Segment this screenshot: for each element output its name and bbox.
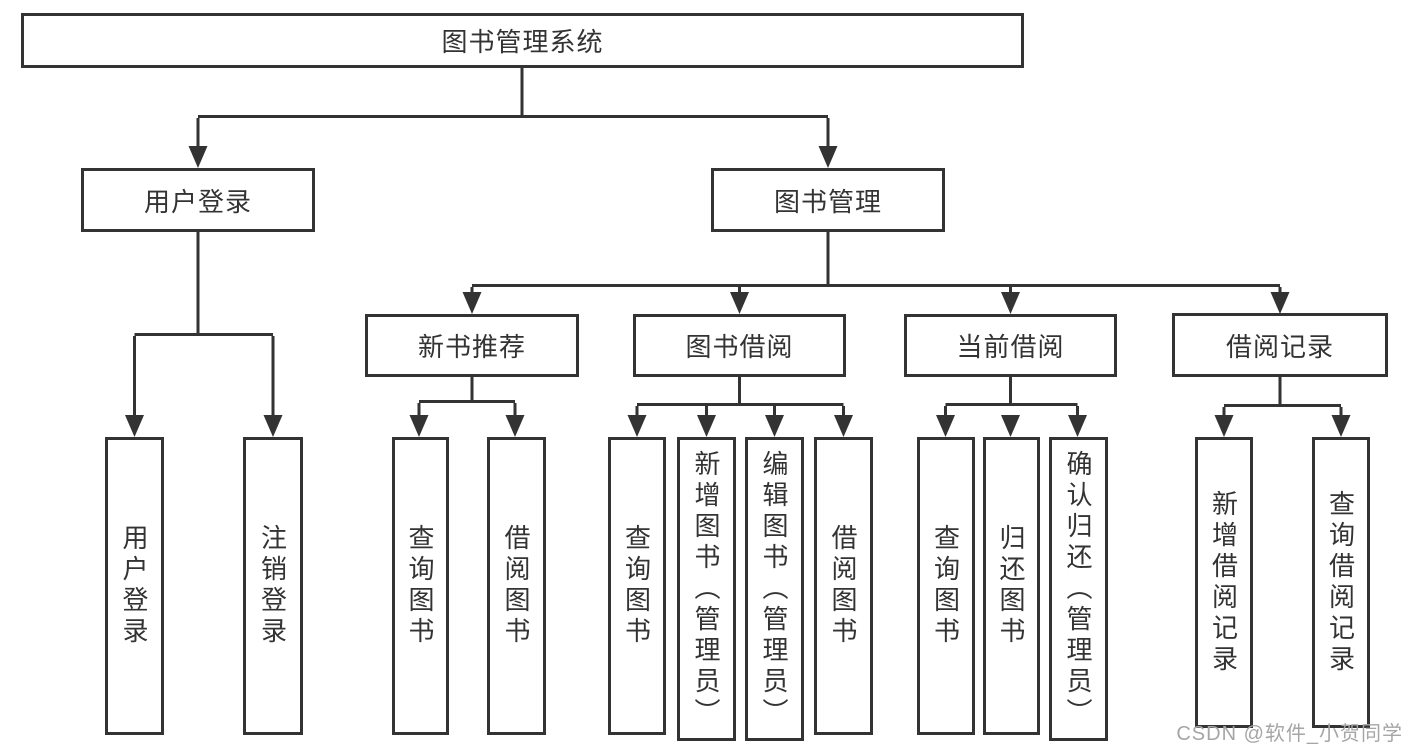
node-label: 查询图书 xyxy=(930,524,961,648)
node-label: 查询图书 xyxy=(405,524,435,648)
node-label: 确认归还（管理员） xyxy=(1063,449,1093,729)
node-leaf-add-books-admin: 新增图书（管理员） xyxy=(677,437,736,741)
node-leaf-query-borrow-record: 查询借阅记录 xyxy=(1312,437,1370,728)
node-leaf-confirm-return-admin: 确认归还（管理员） xyxy=(1049,437,1108,741)
node-current-borrowing: 当前借阅 xyxy=(904,314,1117,377)
node-leaf-add-borrow-record: 新增借阅记录 xyxy=(1195,437,1253,728)
node-leaf-return-books: 归还图书 xyxy=(983,437,1040,735)
node-label: 图书管理 xyxy=(773,186,882,217)
node-leaf-edit-books-admin: 编辑图书（管理员） xyxy=(745,437,804,741)
node-new-book-recommendation: 新书推荐 xyxy=(365,314,579,377)
node-leaf-user-login: 用户登录 xyxy=(105,437,164,735)
node-label: 编辑图书（管理员） xyxy=(759,449,789,729)
node-label: 用户登录 xyxy=(119,524,149,648)
node-leaf-query-books-borrowing: 查询图书 xyxy=(608,437,666,735)
node-leaf-logout: 注销登录 xyxy=(243,437,303,735)
node-label: 新增借阅记录 xyxy=(1208,489,1239,676)
node-label: 新书推荐 xyxy=(417,332,526,362)
node-label: 查询借阅记录 xyxy=(1325,489,1356,676)
csdn-watermark: CSDN @软件_小贺同学 xyxy=(1176,723,1403,745)
node-leaf-borrow-books: 借阅图书 xyxy=(814,437,873,735)
node-label: 新增图书（管理员） xyxy=(691,449,721,729)
node-label: 用户登录 xyxy=(143,186,252,217)
node-leaf-query-books-current: 查询图书 xyxy=(917,437,975,735)
node-label: 借阅图书 xyxy=(828,524,858,648)
node-label: 归还图书 xyxy=(996,524,1026,648)
node-book-borrowing: 图书借阅 xyxy=(633,314,846,377)
node-label: 查询图书 xyxy=(621,524,652,648)
node-label: 借阅记录 xyxy=(1225,331,1334,362)
node-label: 图书借阅 xyxy=(685,332,794,362)
node-book-management: 图书管理 xyxy=(711,168,945,232)
node-label: 借阅图书 xyxy=(501,524,531,648)
node-user-login: 用户登录 xyxy=(81,168,315,232)
node-label: 当前借阅 xyxy=(956,332,1065,362)
node-borrowing-records: 借阅记录 xyxy=(1172,313,1388,377)
node-leaf-query-books-recommend: 查询图书 xyxy=(392,437,449,735)
node-label: 注销登录 xyxy=(257,524,288,648)
node-leaf-borrow-books-recommend: 借阅图书 xyxy=(487,437,546,735)
node-library-management-system: 图书管理系统 xyxy=(21,13,1024,68)
node-label: 图书管理系统 xyxy=(441,27,604,57)
